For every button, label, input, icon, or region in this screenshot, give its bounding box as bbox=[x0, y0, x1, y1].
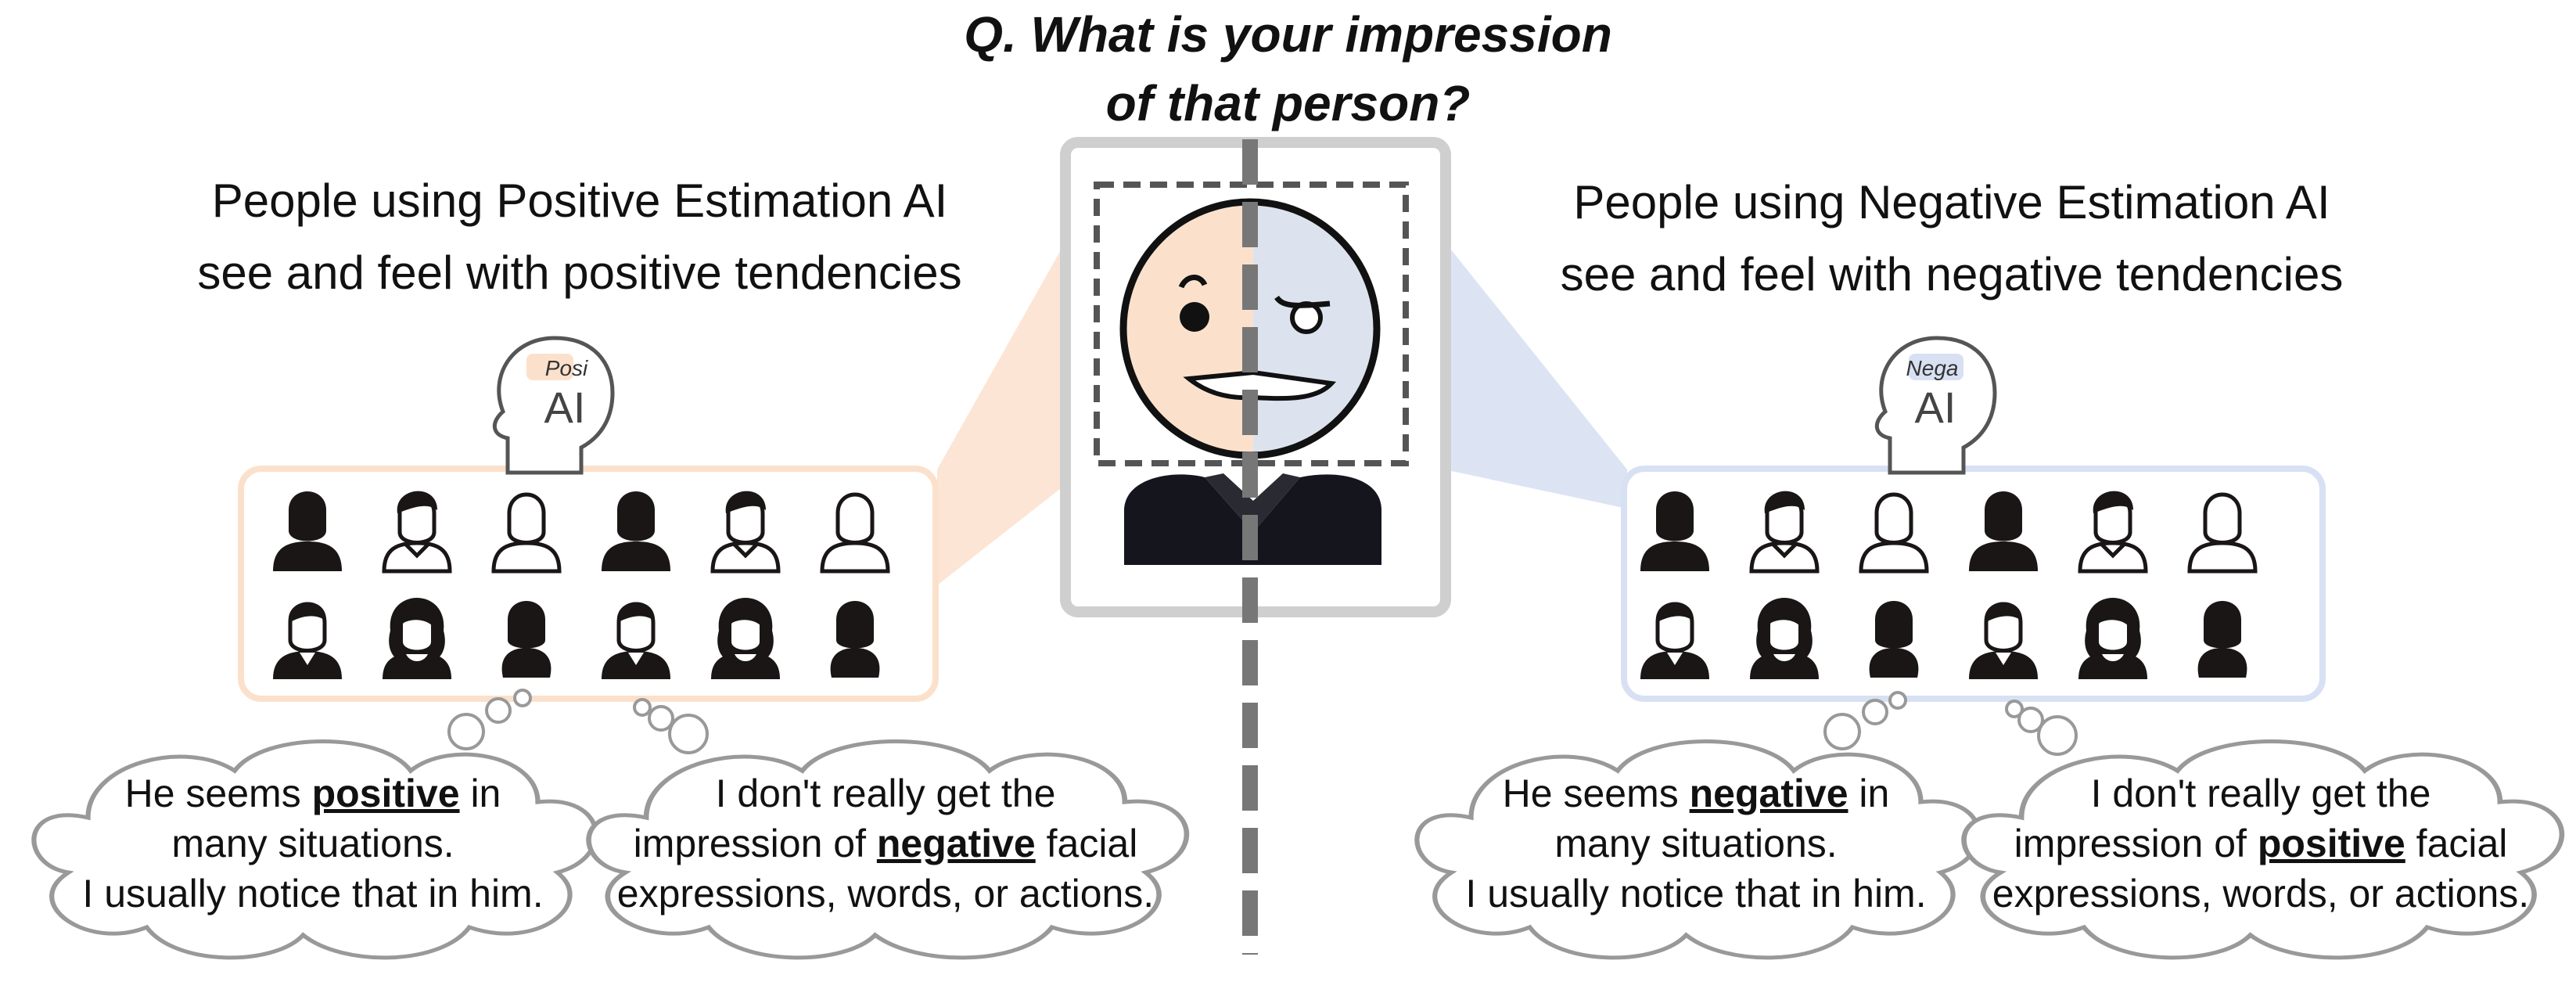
left-projection-fan bbox=[937, 186, 1097, 585]
jacket-icon bbox=[1124, 474, 1381, 565]
left-ai-label: AI bbox=[544, 383, 586, 432]
right-person-icon-solid-woman bbox=[1869, 601, 1919, 678]
thought-text-right-1: He seems negative in many situations. I … bbox=[1465, 772, 1927, 915]
right-heading-line-1: People using Negative Estimation AI bbox=[1573, 176, 2330, 228]
emphasis-negative: negative bbox=[1689, 772, 1848, 815]
thought-text-left-2: I don't really get the impression of neg… bbox=[616, 772, 1155, 915]
emphasis-positive: positive bbox=[311, 772, 460, 815]
left-person-icon-solid-woman bbox=[830, 601, 880, 678]
thought-trail-left-2 bbox=[633, 698, 709, 754]
emphasis-positive: positive bbox=[2257, 822, 2405, 865]
right-ai-head-icon bbox=[1875, 336, 1997, 475]
right-ai-label: AI bbox=[1915, 383, 1956, 432]
left-heading: People using Positive Estimation AI see … bbox=[110, 165, 1049, 309]
question-line-2: of that person? bbox=[1105, 75, 1471, 131]
question-line-1: Q. What is your impression bbox=[964, 6, 1612, 63]
positive-eyebrow-icon bbox=[1178, 275, 1208, 289]
shirt-collar bbox=[1205, 473, 1300, 532]
left-ai-head-icon bbox=[493, 336, 615, 475]
right-ai-tag: Nega bbox=[1906, 356, 1959, 380]
right-heading: People using Negative Estimation AI see … bbox=[1482, 167, 2421, 311]
right-heading-line-2: see and feel with negative tendencies bbox=[1560, 248, 2344, 300]
right-projection-fan bbox=[1400, 186, 1627, 509]
thought-text-right-2: I don't really get the impression of pos… bbox=[1992, 772, 2530, 915]
negative-eyebrow-icon bbox=[1274, 295, 1331, 308]
thought-text-left-1: He seems positive in many situations. I … bbox=[82, 772, 544, 915]
left-heading-line-1: People using Positive Estimation AI bbox=[211, 174, 948, 227]
left-person-icon-solid-woman bbox=[501, 601, 551, 678]
left-ai-tag: Posi bbox=[545, 356, 588, 380]
right-person-icon-solid-woman bbox=[2197, 601, 2247, 678]
thought-trail-left-1 bbox=[447, 689, 532, 750]
question-title: Q. What is your impression of that perso… bbox=[0, 0, 2576, 138]
emphasis-negative: negative bbox=[876, 822, 1036, 865]
positive-eye-icon bbox=[1180, 302, 1209, 332]
thought-trail-right-2 bbox=[2005, 700, 2078, 756]
left-heading-line-2: see and feel with positive tendencies bbox=[197, 246, 962, 299]
thought-trail-right-1 bbox=[1823, 691, 1907, 750]
